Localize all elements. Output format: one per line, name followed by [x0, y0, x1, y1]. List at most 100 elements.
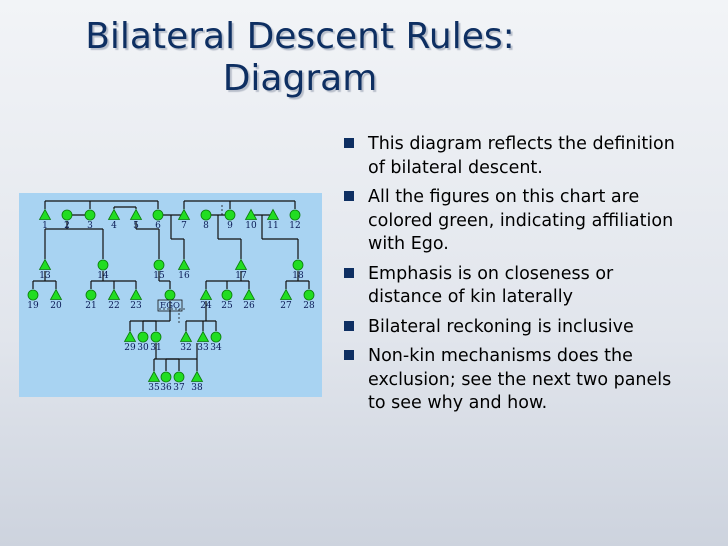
kin-figure-label: 35	[148, 383, 160, 393]
kin-figure: 38	[190, 370, 204, 393]
kin-figure-label: 19	[27, 301, 39, 311]
kin-figure: 35	[147, 370, 161, 393]
ego-label-box	[157, 299, 183, 312]
kin-figure-label: 20	[50, 301, 62, 311]
kin-figure: 18	[292, 259, 304, 281]
kin-figure-label: 5	[133, 221, 139, 231]
bullet-text: This diagram reflects the definition of …	[368, 134, 675, 178]
kin-figure: 17	[234, 258, 248, 281]
kin-figure: 3	[84, 209, 96, 231]
female-circle-icon	[221, 289, 233, 301]
kin-figure: 2	[61, 209, 73, 231]
kin-figure-label: 18	[292, 271, 304, 281]
kin-figure-label: EGO	[160, 301, 180, 311]
female-circle-icon	[27, 289, 39, 301]
kin-figure-label: 23	[130, 301, 142, 311]
kin-figure: 20	[49, 288, 63, 311]
male-triangle-icon	[266, 208, 280, 220]
bullet-text: Bilateral reckoning is inclusive	[368, 316, 634, 337]
male-triangle-icon	[129, 208, 143, 220]
kin-figure: 24	[199, 288, 213, 311]
male-triangle-icon	[123, 330, 137, 342]
kin-figure: 32	[179, 330, 193, 353]
bullet-list: This diagram reflects the definition of …	[342, 133, 682, 422]
kin-figure-label: 4	[111, 221, 117, 231]
kin-figure: 37	[173, 371, 185, 393]
kin-figure: 10	[244, 208, 258, 231]
kin-figure-label: 12	[289, 221, 300, 231]
female-circle-icon	[150, 331, 162, 343]
female-circle-icon	[61, 209, 73, 221]
kin-figure-label: 10	[245, 221, 257, 231]
bullet-square-icon	[344, 350, 354, 360]
kin-figure-label: 33	[197, 343, 209, 353]
kin-figure-label: 37	[173, 383, 185, 393]
kin-figure: 16	[177, 258, 191, 281]
kin-figure-label: 16	[178, 271, 190, 281]
bullet-square-icon	[344, 138, 354, 148]
kin-figure: 33	[196, 330, 210, 353]
male-triangle-icon	[49, 288, 63, 300]
title-line-1: Bilateral Descent Rules:	[85, 16, 515, 57]
kin-figure: 34	[210, 331, 222, 353]
kin-figure-label: 11	[267, 221, 278, 231]
kin-figure: 26	[242, 288, 256, 311]
kin-figure: 19	[27, 289, 39, 311]
female-circle-icon	[289, 209, 301, 221]
kin-figure: 15	[153, 259, 165, 281]
kin-figure: 29	[123, 330, 137, 353]
kin-figure: 1	[38, 208, 52, 231]
ego-figure: EGO	[157, 289, 183, 312]
kin-figure-label: 17	[235, 271, 247, 281]
female-circle-icon	[85, 289, 97, 301]
kin-figure-label: 34	[210, 343, 222, 353]
kin-figure: 36	[160, 371, 172, 393]
kin-figure-label: 15	[153, 271, 165, 281]
kin-figure-label: 31	[150, 343, 161, 353]
female-circle-icon	[292, 259, 304, 271]
female-circle-icon	[173, 371, 185, 383]
bullet-item: This diagram reflects the definition of …	[342, 133, 682, 180]
bullet-square-icon	[344, 320, 354, 331]
kin-figure-label: 22	[108, 301, 119, 311]
female-circle-icon	[152, 209, 164, 221]
male-triangle-icon	[107, 288, 121, 300]
kin-figure: 5	[129, 208, 143, 231]
male-triangle-icon	[199, 288, 213, 300]
male-triangle-icon	[179, 330, 193, 342]
kin-figure-label: 29	[124, 343, 136, 353]
kin-figure: 30	[137, 331, 149, 353]
kin-figure: 27	[279, 288, 293, 311]
kin-figure-label: 13	[39, 271, 51, 281]
female-circle-icon	[137, 331, 149, 343]
male-triangle-icon	[177, 258, 191, 270]
bullet-text: Emphasis is on closeness or distance of …	[368, 263, 614, 308]
kin-figure-label: 26	[243, 301, 255, 311]
male-triangle-icon	[242, 288, 256, 300]
kin-figure: 4	[107, 208, 121, 231]
kin-figure-label: 9	[227, 221, 233, 231]
kin-figure: 21	[85, 289, 97, 311]
kin-figure-label: 21	[85, 301, 96, 311]
bullet-item: All the figures on this chart are colore…	[342, 186, 682, 257]
bullet-item: Bilateral reckoning is inclusive	[342, 316, 682, 340]
bullet-square-icon	[344, 267, 354, 278]
female-circle-icon	[210, 331, 222, 343]
bullet-text: Non-kin mechanisms does the exclusion; s…	[368, 346, 672, 413]
female-circle-icon	[84, 209, 96, 221]
slide-title: Bilateral Descent Rules: Diagram	[60, 16, 540, 100]
kin-figure: 9	[224, 209, 236, 231]
kin-figure: 7	[177, 208, 191, 231]
kin-figure-label: 38	[191, 383, 203, 393]
kin-figure-label: 14	[97, 271, 109, 281]
kin-figure-label: 28	[303, 301, 315, 311]
female-circle-icon	[200, 209, 212, 221]
kin-figure-label: 25	[221, 301, 233, 311]
kin-figure-label: 3	[87, 221, 93, 231]
kin-figure-label: 27	[280, 301, 292, 311]
male-triangle-icon	[279, 288, 293, 300]
kin-figure: 14	[97, 259, 109, 281]
kin-figure-label: 24	[200, 301, 212, 311]
